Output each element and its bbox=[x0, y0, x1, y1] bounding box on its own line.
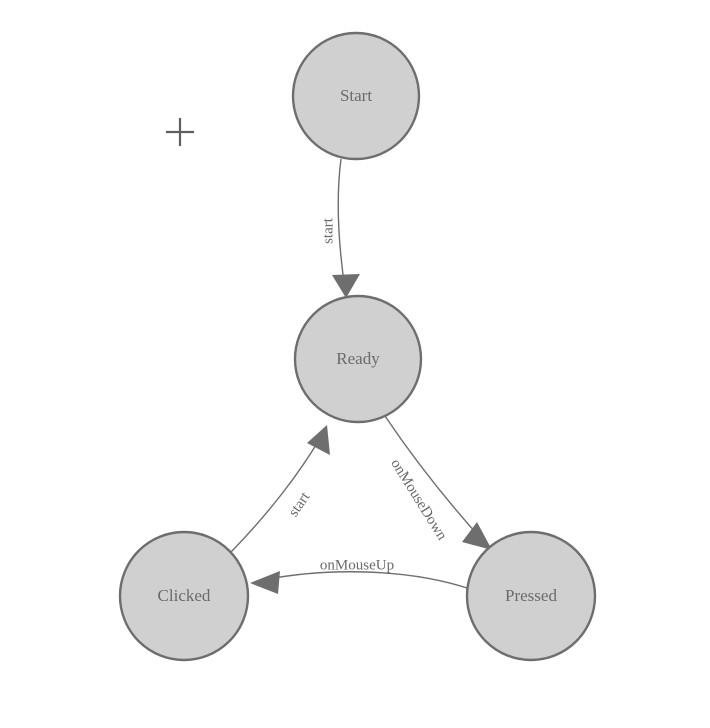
edge-label-pressed-to-clicked: onMouseUp bbox=[320, 557, 394, 573]
edge-path-pressed-to-clicked[interactable] bbox=[262, 571, 471, 590]
node-circle-clicked[interactable] bbox=[118, 530, 250, 662]
node-circle-start[interactable] bbox=[291, 31, 421, 161]
node-pressed[interactable]: Pressed bbox=[465, 530, 597, 662]
node-label-start: Start bbox=[340, 86, 372, 105]
node-ready[interactable]: Ready bbox=[293, 294, 423, 424]
node-layer: Start Ready Clicked Pressed bbox=[118, 31, 597, 662]
arrowhead-ready-to-pressed bbox=[462, 522, 492, 550]
edge-label-clicked-to-ready: start bbox=[286, 489, 314, 520]
node-circle-ready[interactable] bbox=[293, 294, 423, 424]
edge-label-start-to-ready: start bbox=[320, 217, 336, 244]
edge-path-start-to-ready[interactable] bbox=[337, 158, 346, 290]
node-clicked[interactable]: Clicked bbox=[118, 530, 250, 662]
arrowhead-pressed-to-clicked bbox=[250, 571, 280, 594]
edge-pressed-to-clicked[interactable] bbox=[250, 571, 471, 594]
crosshair-icon[interactable] bbox=[166, 118, 194, 146]
edge-label-ready-to-pressed: onMouseDown bbox=[387, 456, 450, 543]
edge-ready-to-pressed[interactable] bbox=[384, 415, 492, 550]
arrowhead-start-to-ready bbox=[332, 274, 360, 298]
node-circle-pressed[interactable] bbox=[465, 530, 597, 662]
node-label-pressed: Pressed bbox=[505, 586, 557, 605]
edge-clicked-to-ready[interactable] bbox=[230, 425, 330, 553]
node-label-ready: Ready bbox=[336, 349, 380, 368]
edge-start-to-ready[interactable] bbox=[332, 158, 360, 298]
arrowhead-clicked-to-ready bbox=[307, 425, 330, 455]
edge-layer bbox=[230, 158, 492, 594]
node-start[interactable]: Start bbox=[291, 31, 421, 161]
node-label-clicked: Clicked bbox=[158, 586, 211, 605]
edge-path-clicked-to-ready[interactable] bbox=[230, 439, 320, 553]
